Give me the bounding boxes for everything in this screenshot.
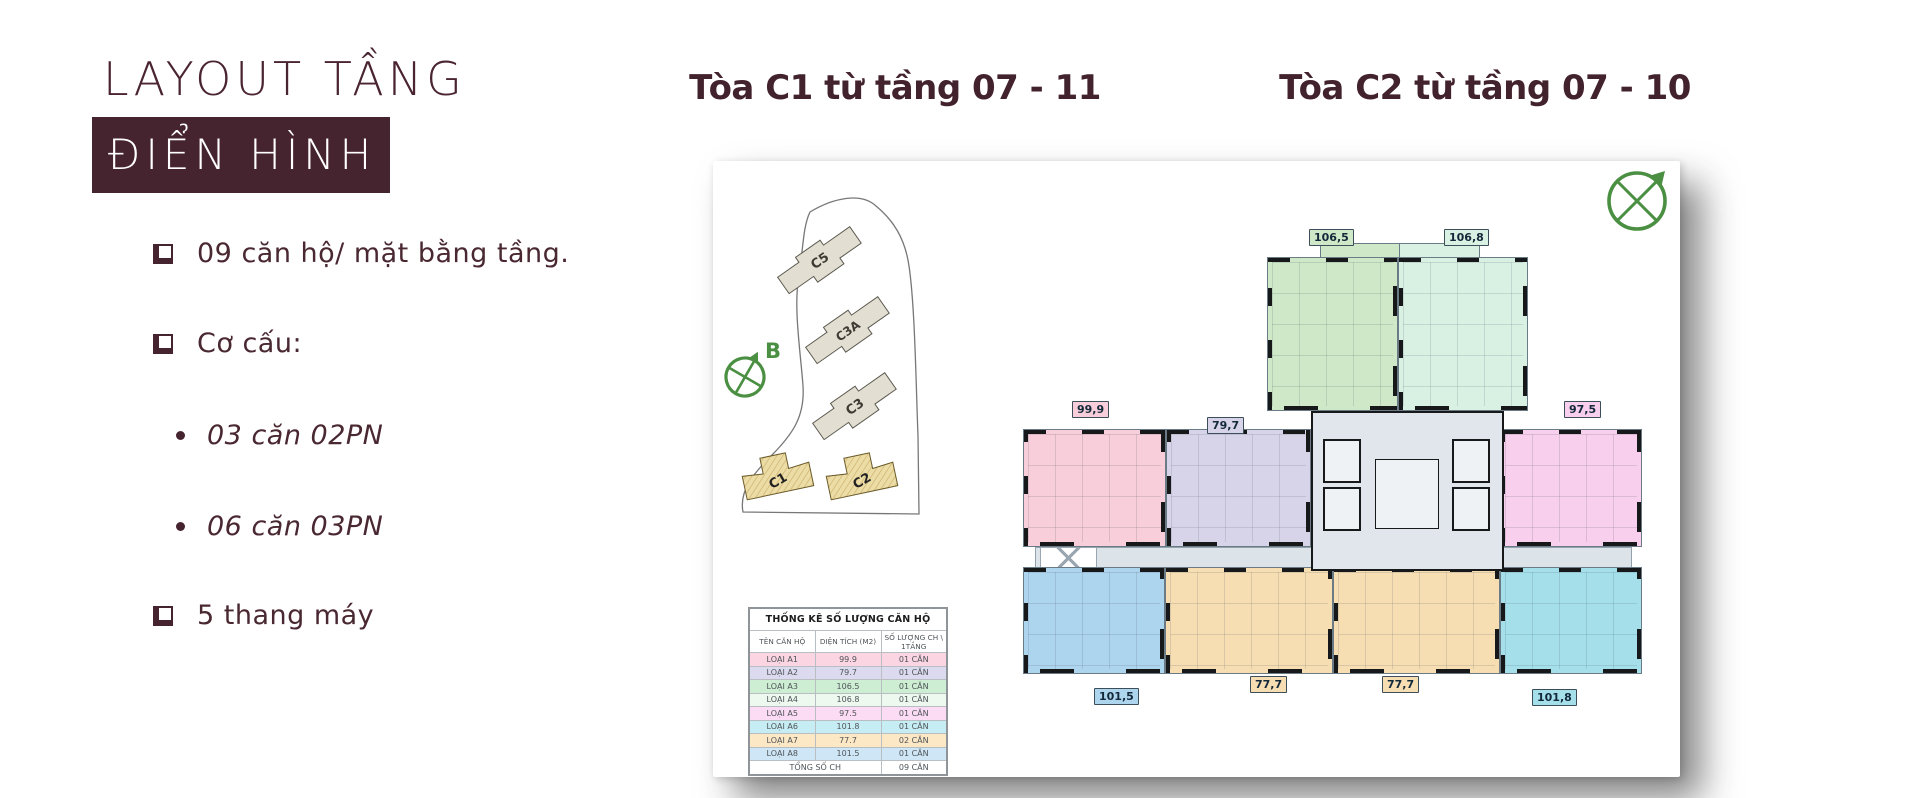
- unit-a4-plan: [1398, 257, 1528, 411]
- area-badge: 101,5: [1094, 688, 1139, 705]
- bullet-text: 09 căn hộ/ mặt bằng tầng.: [197, 238, 570, 269]
- unit-a3-plan: [1267, 257, 1398, 411]
- site-boundary: [741, 197, 920, 515]
- cell-name: LOẠI A8: [748, 746, 816, 761]
- site-building-c3: C3: [811, 372, 897, 441]
- elevator-shaft: [1323, 487, 1361, 531]
- stats-col-area: DIỆN TÍCH (M2): [814, 630, 882, 653]
- table-row: LOẠI A2 79.7 01 CĂN: [748, 665, 948, 680]
- checkbox-icon: [153, 243, 173, 264]
- unit-a6-plan: [1500, 567, 1642, 674]
- bullet-text: Cơ cấu:: [197, 328, 303, 359]
- checkbox-icon: [153, 605, 173, 626]
- unit-a8-plan: [1023, 567, 1165, 674]
- area-badge: 106,5: [1309, 229, 1354, 246]
- bullet-text: 03 căn 02PN: [207, 420, 384, 451]
- area-badge: 97,5: [1564, 401, 1602, 418]
- cell-area: 97.5: [814, 706, 882, 721]
- checkbox-icon: [153, 333, 173, 354]
- cell-area: 77.7: [814, 733, 882, 748]
- unit-a5-plan: [1500, 429, 1642, 547]
- dot-icon: [176, 522, 185, 531]
- area-badge: 77,7: [1250, 676, 1288, 693]
- site-building-c1: C1: [741, 452, 815, 501]
- cell-area: 106.5: [814, 679, 882, 694]
- elevator-shaft: [1323, 439, 1361, 483]
- cell-area: 99.9: [814, 652, 882, 667]
- floorplan-panel: C5 C3A C3 C1 C2 B: [713, 161, 1680, 777]
- dot-icon: [176, 431, 185, 440]
- table-row: LOẠI A3 106.5 01 CĂN: [748, 679, 948, 694]
- cell-name: LOẠI A4: [748, 692, 816, 707]
- table-row: LOẠI A4 106.8 01 CĂN: [748, 692, 948, 707]
- bullet-text: 06 căn 03PN: [207, 511, 384, 542]
- bullet-apartments-per-floor: 09 căn hộ/ mặt bằng tầng.: [153, 238, 569, 269]
- bullet-elevators: 5 thang máy: [153, 600, 374, 631]
- cell-name: LOẠI A5: [748, 706, 816, 721]
- cell-count: 01 CĂN: [880, 706, 948, 721]
- cell-count: 02 CĂN: [880, 733, 948, 748]
- footer-value: 09 CĂN: [880, 760, 948, 775]
- cell-count: 01 CĂN: [880, 679, 948, 694]
- cell-area: 101.8: [814, 719, 882, 734]
- area-badge: 99,9: [1072, 401, 1110, 418]
- area-badge: 79,7: [1207, 417, 1245, 434]
- bullet-text: 5 thang máy: [197, 600, 375, 631]
- core-block: [1311, 411, 1504, 571]
- page-title: LAYOUT TẦNG: [103, 52, 466, 106]
- header-toa-c2: Tòa C2 từ tầng 07 - 10: [1279, 68, 1691, 108]
- cell-count: 01 CĂN: [880, 652, 948, 667]
- table-row: LOẠI A5 97.5 01 CĂN: [748, 706, 948, 721]
- cell-count: 01 CĂN: [880, 692, 948, 707]
- cell-count: 01 CĂN: [880, 665, 948, 680]
- void-crossed-box: [1040, 547, 1097, 569]
- site-compass-label: B: [765, 339, 781, 363]
- cell-area: 106.8: [814, 692, 882, 707]
- north-compass-icon: [1607, 171, 1667, 231]
- page-subtitle: ĐIỂN HÌNH: [92, 117, 390, 193]
- bullet-2pn: 03 căn 02PN: [176, 420, 383, 451]
- site-building-c3a: C3A: [804, 296, 890, 365]
- table-row: LOẠI A6 101.8 01 CĂN: [748, 719, 948, 734]
- area-badge: 101,8: [1532, 689, 1577, 706]
- site-building-c2: C2: [825, 452, 899, 501]
- unit-a7-plan: [1165, 567, 1333, 674]
- bullet-structure: Cơ cấu:: [153, 328, 302, 359]
- site-compass-icon: [724, 351, 766, 398]
- cell-area: 101.5: [814, 746, 882, 761]
- cell-area: 79.7: [814, 665, 882, 680]
- area-badge: 77,7: [1382, 676, 1420, 693]
- unit-a2-plan: [1166, 429, 1311, 547]
- table-row: LOẠI A1 99.9 01 CĂN: [748, 652, 948, 667]
- cell-name: LOẠI A7: [748, 733, 816, 748]
- stats-table: THỐNG KÊ SỐ LƯỢNG CĂN HỘ TÊN CĂN HỘ DIỆN…: [748, 607, 948, 776]
- stats-col-count: SỐ LƯỢNG CH \ 1TẦNG: [880, 630, 948, 653]
- stats-table-title: THỐNG KÊ SỐ LƯỢNG CĂN HỘ: [748, 607, 948, 631]
- elevator-shaft: [1452, 439, 1490, 483]
- unit-a1-plan: [1023, 429, 1166, 547]
- table-footer-row: TỔNG SỐ CH 09 CĂN: [748, 760, 948, 775]
- site-building-c5: C5: [776, 226, 862, 295]
- area-badge: 106,8: [1444, 229, 1489, 246]
- table-row: LOẠI A8 101.5 01 CĂN: [748, 746, 948, 761]
- bullet-3pn: 06 căn 03PN: [176, 511, 383, 542]
- cell-count: 01 CĂN: [880, 719, 948, 734]
- cell-count: 01 CĂN: [880, 746, 948, 761]
- table-row: LOẠI A7 77.7 02 CĂN: [748, 733, 948, 748]
- stats-col-name: TÊN CĂN HỘ: [748, 630, 816, 653]
- site-map: C5 C3A C3 C1 C2 B: [724, 197, 920, 515]
- footer-label: TỔNG SỐ CH: [748, 760, 882, 775]
- header-toa-c1: Tòa C1 từ tầng 07 - 11: [689, 68, 1101, 108]
- cell-name: LOẠI A6: [748, 719, 816, 734]
- cell-name: LOẠI A2: [748, 665, 816, 680]
- stair-core: [1375, 459, 1439, 529]
- unit-a7-plan: [1333, 567, 1500, 674]
- cell-name: LOẠI A3: [748, 679, 816, 694]
- elevator-shaft: [1452, 487, 1490, 531]
- cell-name: LOẠI A1: [748, 652, 816, 667]
